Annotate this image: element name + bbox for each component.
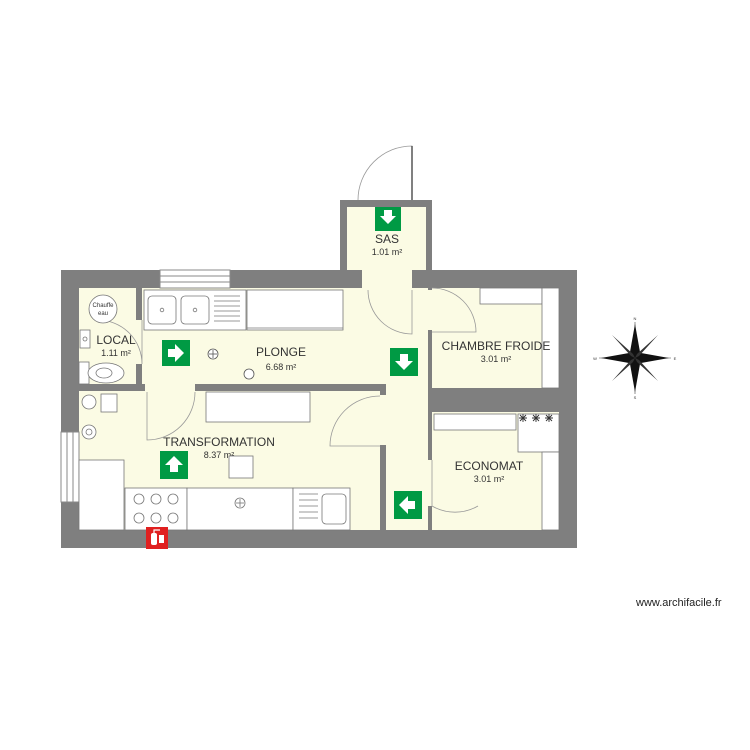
sas-door-swing <box>367 289 413 335</box>
compass-s: S <box>634 395 637 400</box>
sas-area: 1.01 m² <box>372 247 403 257</box>
sink-unit-icon <box>292 487 351 531</box>
shelf-top <box>479 287 543 305</box>
prep-table-icon <box>205 391 311 423</box>
door-gap-transfo-corridor <box>378 395 388 445</box>
chambre-froide-name: CHAMBRE FROIDE <box>442 339 551 353</box>
shelf-right <box>541 287 560 389</box>
plonge-name: PLONGE <box>256 345 306 359</box>
transformation-name: TRANSFORMATION <box>163 435 275 449</box>
local-room: Chauffe eau LOCAL 1.11 m² <box>78 294 136 385</box>
plonge-area: 6.68 m² <box>266 362 297 372</box>
shelf-left <box>433 413 517 431</box>
door-gap-plonge-corridor <box>384 294 390 334</box>
chambre-froide-floor <box>432 288 559 388</box>
economat-name: ECONOMAT <box>455 459 524 473</box>
local-name: LOCAL <box>96 333 136 347</box>
worktop-icon <box>186 487 294 531</box>
fridge-icon <box>78 459 125 531</box>
exterior-door-swing <box>357 145 413 201</box>
stool-icon <box>228 455 254 479</box>
compass-e: E <box>674 356 677 361</box>
door-gap-corridor-chambre <box>426 290 434 330</box>
window-top <box>159 269 231 289</box>
compass-rose-icon: N S W E <box>593 316 677 400</box>
door-gap-sas <box>362 268 412 290</box>
hob-marks-icon <box>519 414 553 422</box>
floor-drain-icon <box>207 348 219 360</box>
exit-sign-plonge <box>162 340 190 366</box>
plonge-transfo-door-swing <box>146 391 196 441</box>
economat-area: 3.01 m² <box>474 474 505 484</box>
economat-room: ECONOMAT 3.01 m² <box>433 413 560 531</box>
transformation-area: 8.37 m² <box>204 450 235 460</box>
sink-icon <box>79 329 91 349</box>
double-sink-icon <box>143 289 247 331</box>
plonge-room: PLONGE 6.68 m² <box>143 289 344 380</box>
sas-room: SAS 1.01 m² <box>372 232 403 257</box>
stove-icon <box>124 487 188 531</box>
bin-icon <box>243 368 255 380</box>
washbasin-icon <box>81 393 118 440</box>
door-gap-corridor-economat <box>426 460 434 506</box>
water-heater-label-2: eau <box>98 311 108 317</box>
compass-n: N <box>634 316 637 321</box>
transfo-corridor-door-swing <box>329 395 381 447</box>
chambre-froide-area: 3.01 m² <box>481 354 512 364</box>
transformation-room: TRANSFORMATION 8.37 m² <box>78 391 351 531</box>
exit-sign-transformation <box>160 451 188 479</box>
door-gap-plonge-transfo <box>145 382 195 394</box>
fire-extinguisher-icon <box>146 527 168 549</box>
window-left <box>60 431 80 503</box>
chambre-door-swing <box>431 287 477 333</box>
toilet-icon <box>78 361 125 385</box>
chambre-froide-room: CHAMBRE FROIDE 3.01 m² <box>442 287 560 389</box>
corridor-floor <box>386 288 428 530</box>
exit-sign-sas <box>375 207 401 231</box>
water-heater-label-1: Chauffe <box>93 303 115 309</box>
watermark-text: www.archifacile.fr <box>636 597 722 609</box>
sas-name: SAS <box>375 232 399 246</box>
dishwasher-icon <box>246 289 344 331</box>
door-gap-local <box>134 320 144 364</box>
exit-sign-corridor <box>390 348 418 376</box>
water-heater-icon <box>88 294 118 324</box>
economat-door-swing <box>431 460 479 513</box>
shelf-right-economat <box>541 451 560 531</box>
exit-sign-corridor-low <box>394 491 422 519</box>
compass-w: W <box>593 356 597 361</box>
local-area: 1.11 m² <box>101 348 131 358</box>
